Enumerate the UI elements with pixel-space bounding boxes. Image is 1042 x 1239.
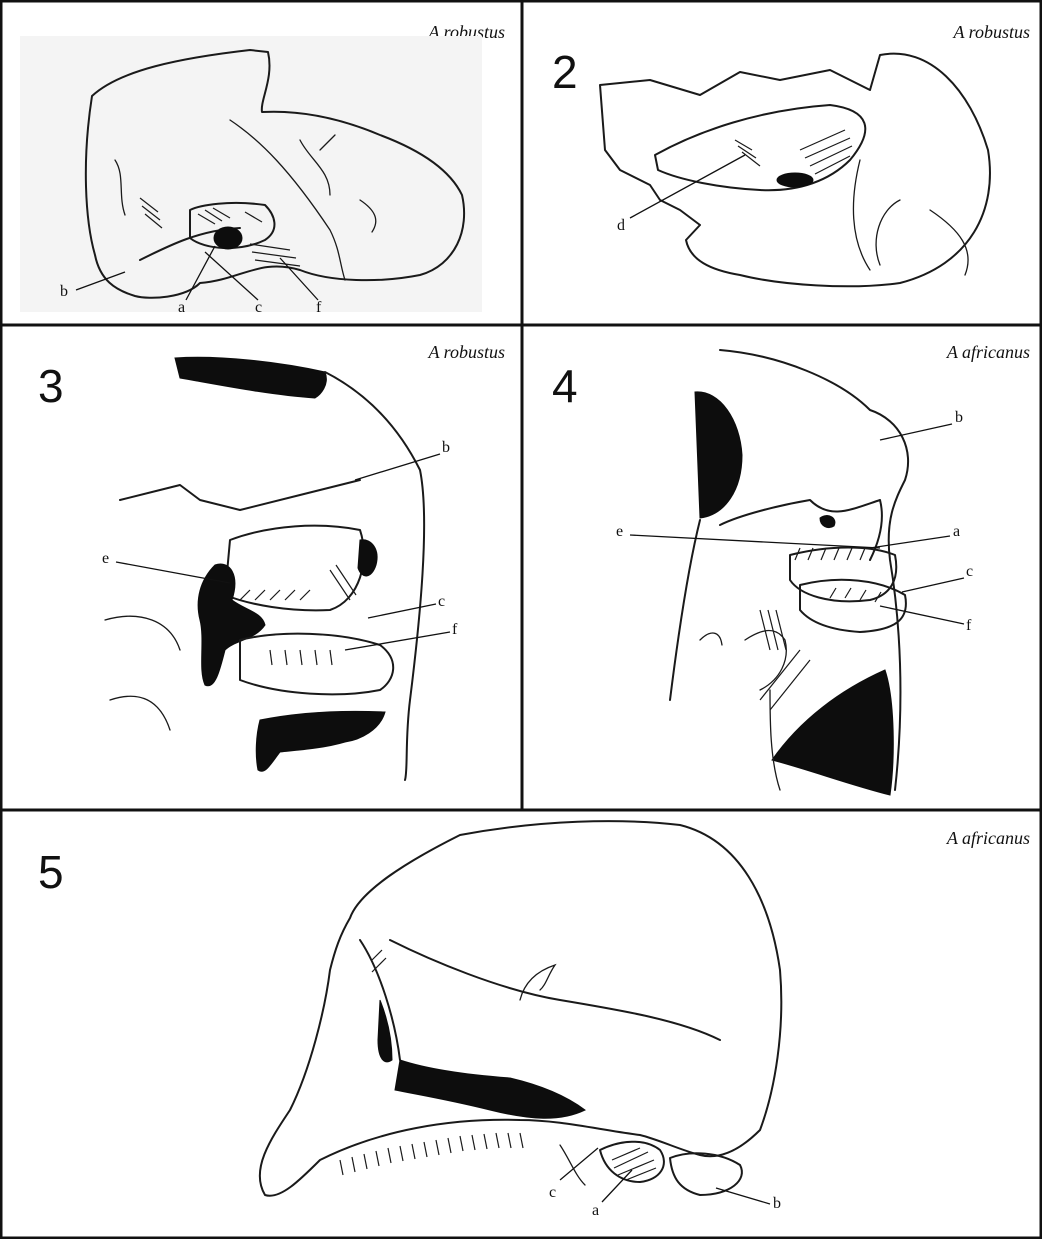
panel-2-number: 2 (552, 46, 578, 98)
panel-2: 2 A robustus d (552, 22, 1030, 286)
panel-2-species: A robustus (952, 22, 1030, 42)
panel-4-label-a: a (953, 523, 960, 540)
panel-3-labels: b e c f (102, 439, 458, 650)
panel-5-label-c: c (549, 1184, 556, 1201)
panel-3-label-c: c (438, 593, 445, 610)
panel-1: 1 A robustus b a c (20, 22, 505, 316)
panel-4-labels: b e a c f (616, 409, 973, 634)
panel-3: 3 A robustus b e (38, 342, 505, 780)
panel-4-label-e: e (616, 523, 623, 540)
panel-3-number: 3 (38, 360, 64, 412)
panel-5-skull-drawing (260, 821, 782, 1196)
panel-4-species: A africanus (946, 342, 1030, 362)
panel-2-labels: d (617, 155, 745, 234)
panel-4-number: 4 (552, 360, 578, 412)
panel-5-number: 5 (38, 846, 64, 898)
panel-1-skull-drawing (20, 36, 482, 312)
panel-3-label-b: b (442, 439, 450, 456)
panel-3-label-f: f (452, 621, 458, 638)
panel-2-label-d: d (617, 217, 625, 234)
panel-1-label-b: b (60, 283, 68, 300)
panel-4-label-b: b (955, 409, 963, 426)
panel-1-label-c: c (255, 299, 262, 316)
panel-4: 4 A africanus (552, 342, 1030, 795)
panel-5: 5 A africanus (38, 821, 1030, 1219)
panel-4-label-f: f (966, 617, 972, 634)
panel-4-skull-drawing (670, 350, 908, 795)
panel-3-label-e: e (102, 550, 109, 567)
panel-1-label-f: f (316, 299, 322, 316)
panel-5-species: A africanus (946, 828, 1030, 848)
panel-3-species: A robustus (427, 342, 505, 362)
panel-2-skull-drawing (600, 54, 990, 287)
panel-5-label-a: a (592, 1202, 599, 1219)
panel-5-label-b: b (773, 1195, 781, 1212)
panel-1-label-a: a (178, 299, 185, 316)
panel-4-label-c: c (966, 563, 973, 580)
